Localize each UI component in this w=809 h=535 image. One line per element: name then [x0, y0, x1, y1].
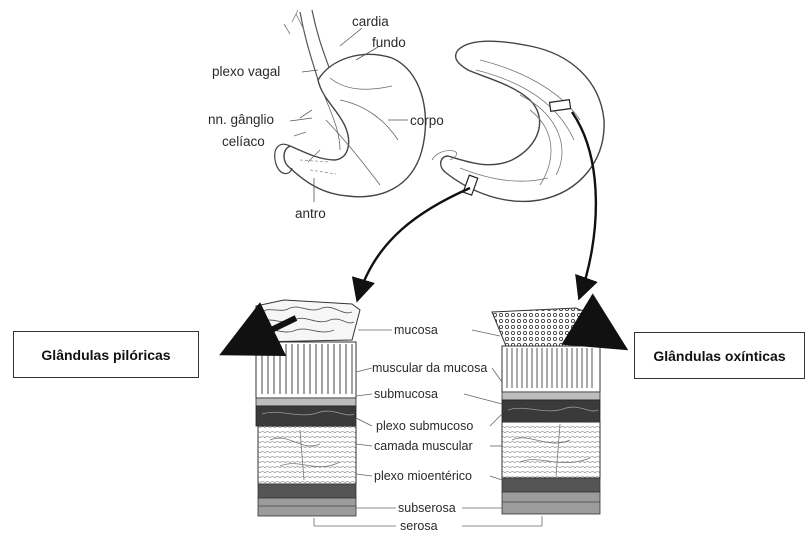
sample-marker-body	[550, 100, 571, 112]
label-cardia: cardia	[352, 14, 389, 29]
label-camada-muscular: camada muscular	[374, 439, 473, 453]
label-antro: antro	[295, 206, 326, 221]
label-submucosa: submucosa	[374, 387, 438, 401]
box-glandulas-piloricas-label: Glândulas pilóricas	[41, 347, 170, 363]
label-mucosa: mucosa	[394, 323, 438, 337]
label-subserosa: subserosa	[398, 501, 456, 515]
label-fundo: fundo	[372, 35, 406, 50]
label-serosa: serosa	[400, 519, 438, 533]
box-glandulas-oxinticas-label: Glândulas oxínticas	[653, 348, 785, 364]
box-glandulas-piloricas: Glândulas pilóricas	[13, 331, 199, 378]
label-corpo: corpo	[410, 113, 444, 128]
label-muscular-da-mucosa: muscular da mucosa	[372, 361, 487, 375]
wall-section-oxyntic	[492, 308, 600, 514]
label-plexo-submucoso: plexo submucoso	[376, 419, 473, 433]
label-ganglio-line2: celíaco	[222, 134, 265, 149]
label-ganglio-line1: nn. gânglio	[208, 112, 274, 127]
arrow-antrum-to-section	[358, 188, 470, 298]
label-plexo-vagal: plexo vagal	[212, 64, 280, 79]
label-plexo-mioenterico: plexo mioentérico	[374, 469, 472, 483]
box-glandulas-oxinticas: Glândulas oxínticas	[634, 332, 805, 379]
